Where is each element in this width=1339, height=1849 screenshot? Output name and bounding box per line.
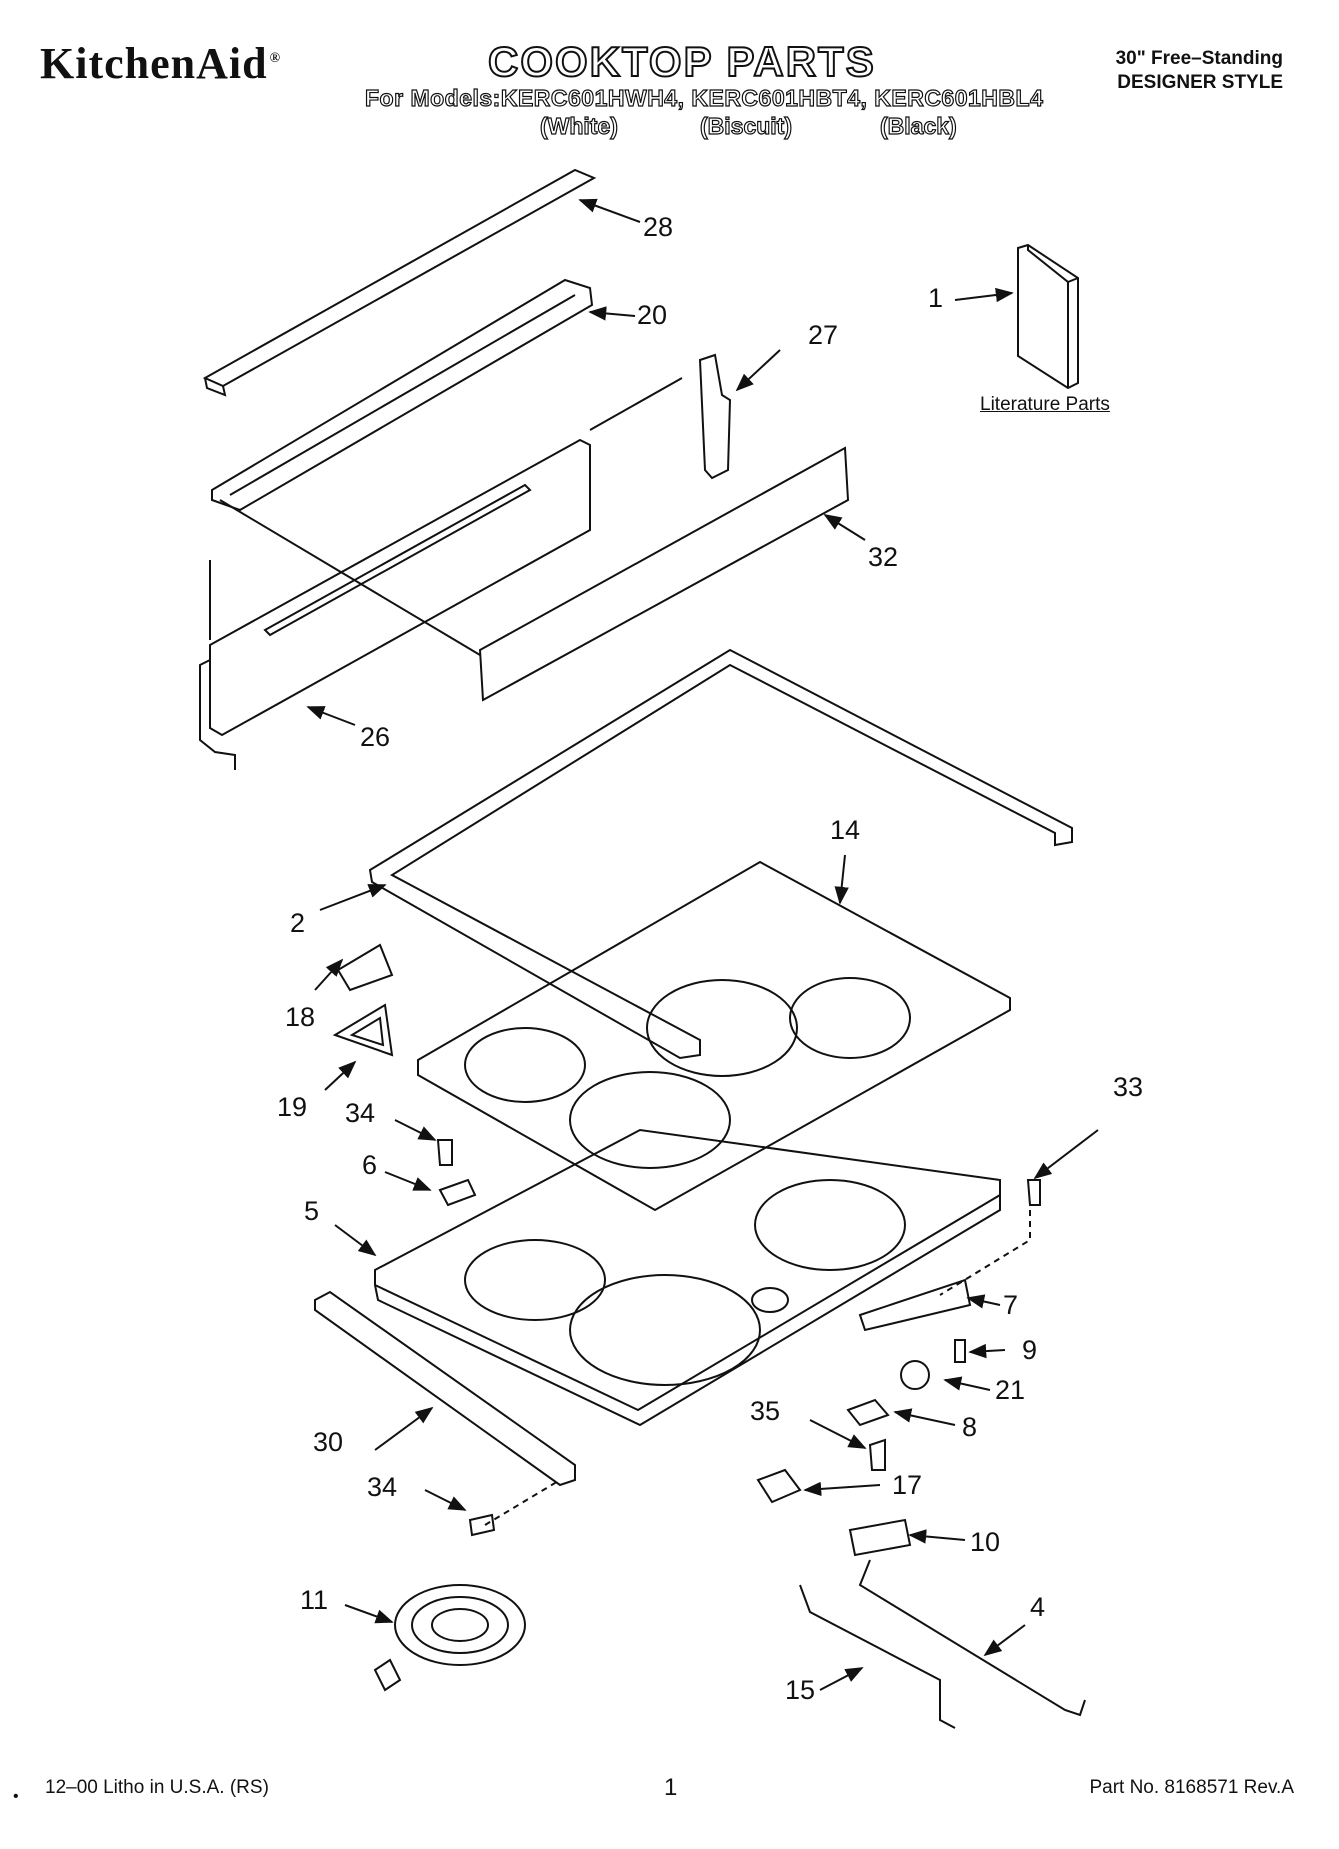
part-10-block [848, 1518, 912, 1557]
part-14-glasstop [417, 860, 1011, 1212]
brand-logo: KitchenAid® [40, 39, 282, 88]
callout-10: 10 [970, 1527, 1001, 1557]
part-17-sensor [756, 1468, 802, 1504]
callout-4: 4 [1030, 1592, 1046, 1622]
callout-18: 18 [285, 1002, 316, 1032]
part-11-element [394, 1584, 526, 1666]
callout-34-top: 34 [345, 1098, 376, 1128]
page-title: COOKTOP PARTS [487, 37, 876, 86]
part-number: Part No. 8168571 Rev.A [1089, 1777, 1294, 1798]
callout-1: 1 [928, 283, 944, 313]
callout-21: 21 [995, 1375, 1026, 1405]
callout-15: 15 [785, 1675, 816, 1705]
part-5-burnerbox [374, 1128, 1001, 1427]
callout-35: 35 [750, 1396, 781, 1426]
callout-7: 7 [1003, 1290, 1019, 1320]
part-28-trim [202, 168, 597, 397]
part-19-seal [332, 1003, 394, 1057]
callout-27: 27 [808, 320, 839, 350]
part-1-literature [1017, 243, 1079, 390]
callout-8: 8 [962, 1412, 978, 1442]
callout-30: 30 [313, 1427, 344, 1457]
part-32-strip [478, 446, 850, 702]
callout-33: 33 [1113, 1072, 1144, 1102]
part-34-screw-top [436, 1139, 453, 1166]
callout-5: 5 [304, 1196, 320, 1226]
callout-28: 28 [643, 212, 674, 242]
callout-9: 9 [1022, 1335, 1038, 1365]
callout-26: 26 [360, 722, 391, 752]
part-27-clip [698, 353, 732, 480]
callout-11: 11 [300, 1585, 329, 1615]
callout-34-bottom: 34 [367, 1472, 398, 1502]
callout-2: 2 [290, 908, 306, 938]
callout-19: 19 [277, 1092, 308, 1122]
footer-bullet: • [13, 1788, 19, 1805]
part-21-thermostat [900, 1360, 930, 1390]
finish-black: (Black) [879, 112, 957, 139]
part-20-bracket [211, 278, 594, 512]
model-list: For Models:KERC601HWH4, KERC601HBT4, KER… [364, 84, 1044, 111]
callout-32: 32 [868, 542, 899, 572]
finish-white: (White) [539, 112, 618, 139]
callout-6: 6 [362, 1150, 378, 1180]
part-35-screw [868, 1438, 886, 1471]
part-33-screw [1026, 1179, 1041, 1206]
part-18-cap [336, 943, 394, 992]
page-number: 1 [664, 1774, 678, 1801]
literature-parts-label: Literature Parts [980, 394, 1110, 415]
finish-biscuit: (Biscuit) [699, 112, 792, 139]
part-30-trim [314, 1290, 576, 1487]
part-8-clip [846, 1398, 890, 1427]
footer-litho: 12–00 Litho in U.S.A. (RS) [45, 1777, 269, 1798]
style-label: 30" Free–Standing [1115, 48, 1283, 69]
part-4-wire [858, 1559, 1086, 1717]
part-6-clip [438, 1178, 477, 1207]
part-7-bracket [858, 1278, 972, 1332]
part-26-panel [199, 438, 591, 770]
callout-14: 14 [830, 815, 861, 845]
part-9-screw [954, 1339, 966, 1363]
style-name: DESIGNER STYLE [1117, 72, 1283, 93]
part-2-frame [368, 648, 1073, 1060]
part-15-wire [799, 1584, 956, 1729]
part-34-screw-bottom [468, 1513, 496, 1537]
callout-20: 20 [637, 300, 668, 330]
callout-17: 17 [892, 1470, 923, 1500]
